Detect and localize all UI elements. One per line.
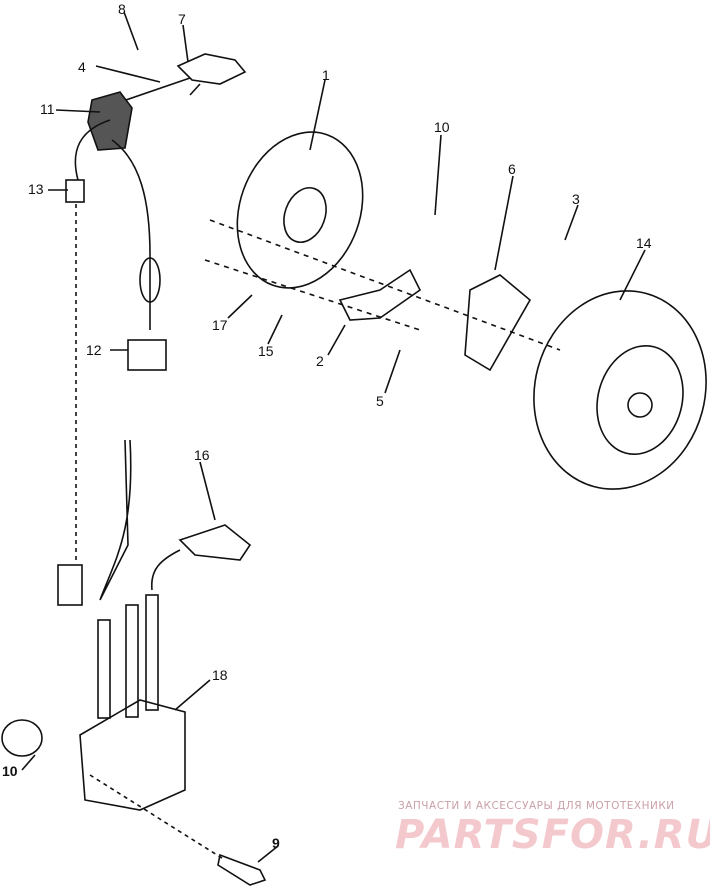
callout-6: 6 [508, 161, 516, 177]
terminal-post [97, 619, 111, 719]
callout-10-bottom: 10 [2, 763, 18, 779]
wire-harness [151, 549, 181, 591]
dashed-guide [89, 774, 226, 861]
stator-plate-part [236, 131, 364, 289]
callout-2: 2 [316, 353, 324, 369]
callout-15: 15 [258, 343, 274, 359]
callout-3: 3 [572, 191, 580, 207]
wire-harness [119, 77, 201, 103]
coil-part [139, 257, 161, 303]
regulator-part [87, 91, 133, 151]
callout-18: 18 [212, 667, 228, 683]
connector-block-part [127, 339, 167, 371]
callout-7: 7 [178, 11, 186, 27]
charging-coil-part [464, 274, 532, 372]
bolt-part [217, 853, 267, 886]
callout-11: 11 [40, 101, 55, 117]
flywheel-face [596, 344, 684, 456]
callout-14: 14 [636, 235, 652, 251]
wire-harness [99, 439, 132, 601]
callout-16: 16 [194, 447, 210, 463]
leader-line [21, 11, 646, 863]
callout-13: 13 [28, 181, 44, 197]
flywheel-hub [627, 392, 653, 418]
connector-part [65, 179, 85, 203]
wire-harness [74, 119, 151, 256]
spark-plug-cap-part [178, 524, 252, 561]
watermark-logo: PARTSFOR.RU [395, 812, 710, 858]
terminal-post [125, 604, 139, 718]
callout-17: 17 [212, 317, 228, 333]
callout-8: 8 [118, 1, 126, 17]
pickup-part [338, 268, 422, 321]
ignition-coil-part [79, 699, 186, 811]
callout-9: 9 [272, 835, 280, 851]
connector-part [57, 564, 83, 606]
callout-1: 1 [322, 67, 330, 83]
watermark-caption: ЗАПЧАСТИ И АКСЕССУАРЫ ДЛЯ МОТОТЕХНИКИ [398, 800, 675, 812]
dashed-guide [209, 219, 561, 351]
callout-10-top: 10 [434, 119, 450, 135]
bracket-part [176, 53, 247, 85]
callout-12: 12 [86, 342, 102, 358]
callout-5: 5 [376, 393, 384, 409]
dashed-guide [204, 259, 421, 331]
flywheel-part [533, 290, 707, 490]
terminal-post [145, 594, 159, 711]
callout-4: 4 [78, 59, 86, 75]
coil-cap [1, 719, 43, 757]
stator-hole [283, 187, 327, 243]
